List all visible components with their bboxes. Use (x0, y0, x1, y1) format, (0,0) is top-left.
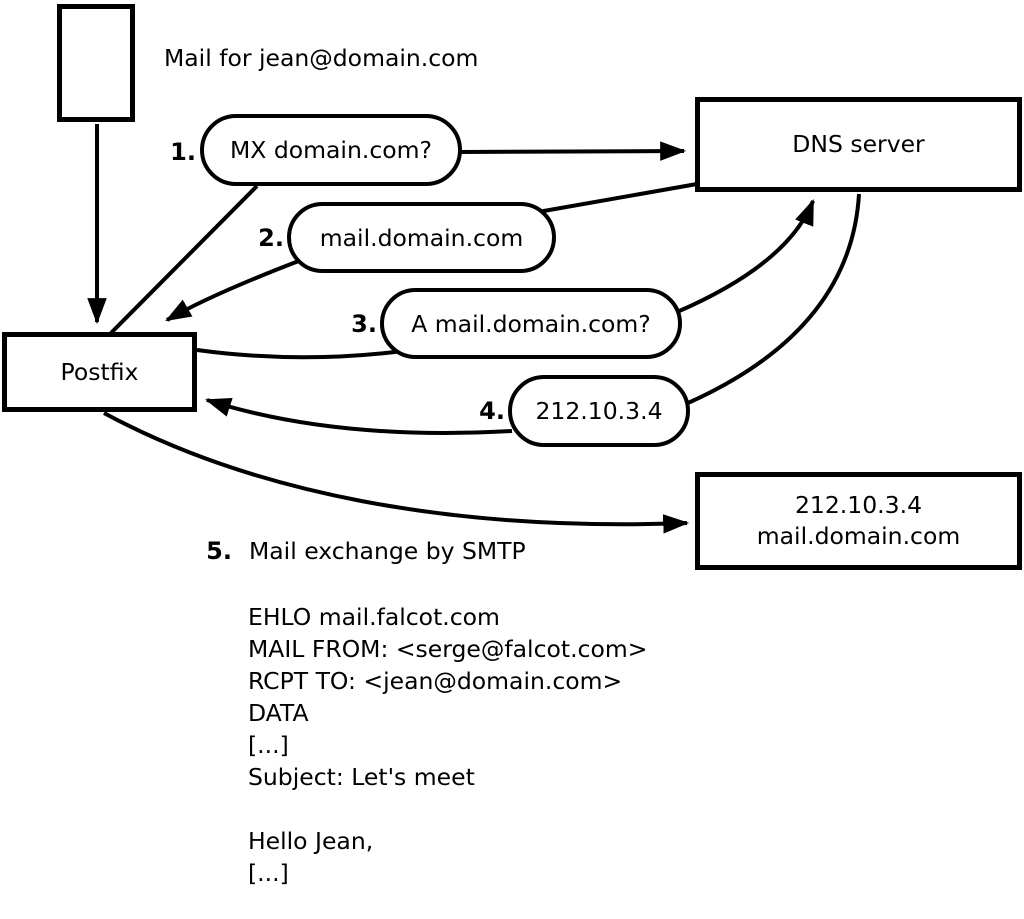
bubble-mx-reply-text: mail.domain.com (319, 223, 524, 252)
step-5-caption: Mail exchange by SMTP (249, 537, 526, 565)
destination-ip-label: 212.10.3.4 (794, 491, 923, 519)
bubble-a-reply: 212.10.3.4 (508, 375, 690, 447)
line-dns-to-reply2 (537, 182, 698, 214)
dns-server-node: DNS server (695, 97, 1022, 192)
step-number-5: 5. (206, 537, 232, 565)
bubble-a-query: A mail.domain.com? (380, 288, 682, 359)
bubble-a-reply-text: 212.10.3.4 (535, 397, 663, 425)
step-number-3: 3. (351, 310, 377, 338)
destination-host-label: mail.domain.com (756, 522, 961, 550)
step-number-1: 1. (170, 138, 196, 166)
arrow-reply2-to-postfix (165, 257, 305, 322)
postfix-label: Postfix (60, 357, 139, 386)
arrow-query3-to-dns (676, 198, 815, 314)
destination-mailserver-node: 212.10.3.4 mail.domain.com (695, 472, 1022, 570)
step-number-4: 4. (479, 397, 505, 425)
line-postfix-to-query3 (196, 348, 404, 360)
step-number-2: 2. (258, 224, 284, 252)
bubble-a-query-text: A mail.domain.com? (411, 309, 651, 338)
diagram-title: Mail for jean@domain.com (164, 44, 479, 72)
line-dns-to-reply4 (687, 193, 861, 405)
arrow-postfix-to-mailserver-smtp (103, 411, 690, 534)
smtp-session-transcript: EHLO mail.falcot.com MAIL FROM: <serge@f… (248, 603, 648, 887)
envelope-icon (57, 4, 135, 122)
bubble-mx-query-text: MX domain.com? (230, 136, 432, 164)
arrow-reply4-to-postfix (204, 397, 513, 435)
arrow-query1-to-dns (459, 141, 687, 161)
postfix-node: Postfix (2, 332, 197, 412)
bubble-mx-reply: mail.domain.com (287, 202, 556, 273)
dns-server-label: DNS server (792, 130, 925, 158)
line-postfix-to-query1 (109, 184, 259, 335)
bubble-mx-query: MX domain.com? (200, 114, 462, 186)
